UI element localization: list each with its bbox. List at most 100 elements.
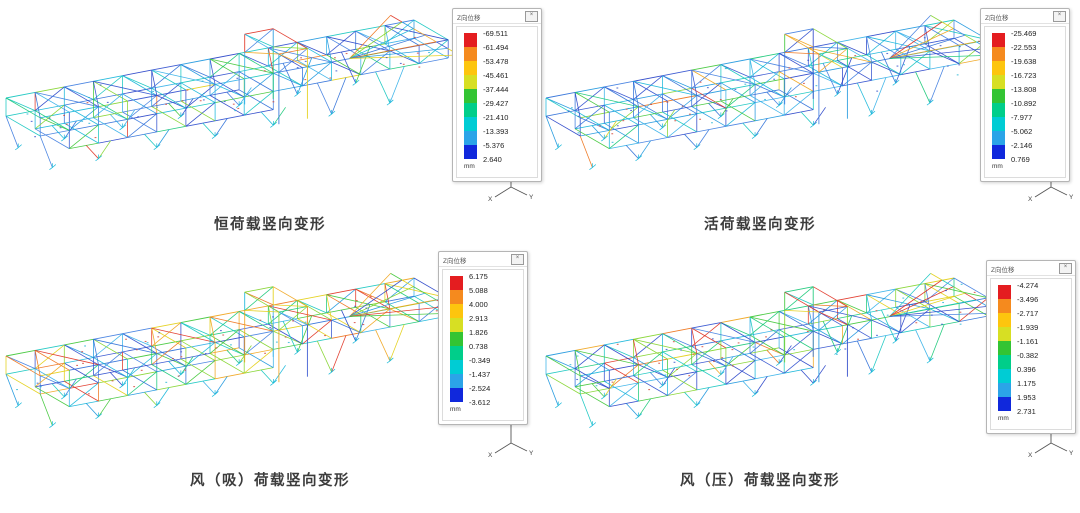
- legend-tick-label: -2.146: [1011, 141, 1033, 150]
- legend-tick-label: -16.723: [1011, 71, 1037, 80]
- legend-scale: -69.511 -61.494 -53.478 -45.461 -37.444 -29.4…: [456, 26, 538, 178]
- legend-window-button-icon[interactable]: ×: [511, 254, 524, 265]
- legend-color-block: [464, 47, 477, 61]
- legend-tick-label: 6.175: [469, 272, 488, 281]
- caption-wind-pressure: 风（压）荷载竖向变形: [680, 473, 840, 489]
- legend-titlebar: Z向位移 ×: [981, 9, 1069, 24]
- legend-tick-label: -45.461: [483, 71, 509, 80]
- legend-tick-label: -1.939: [1017, 323, 1039, 332]
- structure-wireframe-dead-load: ZXY: [5, 15, 534, 203]
- legend-color-block: [992, 33, 1005, 47]
- legend-color-block: [998, 369, 1011, 383]
- legend-tick-label: -13.393: [483, 127, 509, 136]
- legend-tick-label: -21.410: [483, 113, 509, 122]
- legend-color-block: [464, 75, 477, 89]
- legend-tick-label: -53.478: [483, 57, 509, 66]
- legend-window-dead-load: Z向位移 × -69.511 -61.494 -53.478 -45.461 -37.4…: [452, 8, 542, 182]
- legend-title: Z向位移: [991, 266, 1015, 274]
- legend-tick-label: 0.769: [1011, 155, 1030, 164]
- legend-title: Z向位移: [985, 14, 1009, 22]
- panel-wind-suction: ZXY Z向位移 × 6.1755.0884.0002.9131.8260.73…: [0, 251, 540, 513]
- legend-tick-label: -10.892: [1011, 99, 1037, 108]
- legend-color-block: [998, 313, 1011, 327]
- legend-title: Z向位移: [457, 14, 481, 22]
- legend-tick-label: -4.274: [1017, 281, 1039, 290]
- truss-members: [5, 15, 460, 170]
- legend-tick-label: -61.494: [483, 43, 509, 52]
- legend-titlebar: Z向位移 ×: [439, 252, 527, 267]
- truss-members: [545, 273, 1000, 428]
- legend-color-block: [992, 145, 1005, 159]
- legend-color-block: [998, 285, 1011, 299]
- structure-wireframe-wind-suction: ZXY: [5, 273, 534, 459]
- axis-triad: ZXY: [488, 419, 534, 459]
- legend-tick-label: -5.376: [483, 141, 505, 150]
- legend-color-block: [464, 61, 477, 75]
- legend-color-block: [450, 360, 463, 374]
- legend-tick-label: -2.524: [469, 384, 491, 393]
- legend-tick-label: -13.808: [1011, 85, 1037, 94]
- legend-color-block: [992, 103, 1005, 117]
- legend-window-button-icon[interactable]: ×: [525, 11, 538, 22]
- legend-tick-label: -7.977: [1011, 113, 1033, 122]
- legend-tick-label: -1.161: [1017, 337, 1039, 346]
- legend-tick-label: -19.638: [1011, 57, 1037, 66]
- legend-tick-label: -37.444: [483, 85, 509, 94]
- structure-wireframe-live-load: ZXY: [545, 15, 1074, 203]
- legend-window-button-icon[interactable]: ×: [1053, 11, 1066, 22]
- legend-color-block: [450, 276, 463, 290]
- axis-x-label: X: [1028, 196, 1033, 203]
- legend-color-block: [998, 355, 1011, 369]
- legend-tick-label: -69.511: [483, 29, 508, 38]
- legend-color-block: [464, 131, 477, 145]
- caption-wind-suction: 风（吸）荷载竖向变形: [190, 473, 350, 489]
- legend-tick-label: 4.000: [469, 300, 488, 309]
- legend-color-block: [992, 131, 1005, 145]
- legend-colorbar: [998, 285, 1011, 411]
- legend-tick-label: -2.717: [1017, 309, 1039, 318]
- legend-color-block: [998, 341, 1011, 355]
- legend-tick-label: -5.062: [1011, 127, 1033, 136]
- legend-color-block: [450, 332, 463, 346]
- legend-color-block: [992, 75, 1005, 89]
- legend-color-block: [464, 117, 477, 131]
- panel-wind-pressure: ZXY Z向位移 × -4.274 -3.496 -2.717 -1.939 -1.16…: [540, 256, 1080, 513]
- axis-y-label: Y: [529, 194, 534, 201]
- legend-color-block: [450, 388, 463, 402]
- legend-tick-label: -1.437: [469, 370, 491, 379]
- axis-x-label: X: [488, 196, 493, 203]
- structure-wireframe-wind-pressure: ZXY: [545, 273, 1074, 459]
- legend-tick-label: -29.427: [483, 99, 509, 108]
- legend-color-block: [464, 103, 477, 117]
- axis-x-label: X: [1028, 452, 1033, 459]
- caption-live-load: 活荷载竖向变形: [704, 217, 816, 233]
- legend-colorbar: [992, 33, 1005, 159]
- legend-titlebar: Z向位移 ×: [987, 261, 1075, 276]
- truss-members: [5, 273, 460, 428]
- legend-color-block: [992, 47, 1005, 61]
- legend-color-block: [464, 89, 477, 103]
- legend-color-block: [464, 145, 477, 159]
- legend-color-block: [450, 374, 463, 388]
- legend-color-block: [998, 397, 1011, 411]
- legend-tick-label: 0.396: [1017, 365, 1036, 374]
- legend-window-button-icon[interactable]: ×: [1059, 263, 1072, 274]
- legend-color-block: [998, 383, 1011, 397]
- legend-tick-label: -0.382: [1017, 351, 1039, 360]
- legend-titlebar: Z向位移 ×: [453, 9, 541, 24]
- legend-colorbar: [464, 33, 477, 159]
- legend-window-wind-pressure: Z向位移 × -4.274 -3.496 -2.717 -1.939 -1.161 -0.…: [986, 260, 1076, 434]
- legend-color-block: [450, 346, 463, 360]
- legend-title: Z向位移: [443, 257, 467, 265]
- legend-tick-label: -25.469: [1011, 29, 1037, 38]
- legend-color-block: [992, 61, 1005, 75]
- legend-color-block: [450, 304, 463, 318]
- legend-unit-label: mm: [450, 406, 461, 413]
- legend-tick-label: -3.496: [1017, 295, 1039, 304]
- legend-tick-label: 2.640: [483, 155, 502, 164]
- axis-x-label: X: [488, 452, 493, 459]
- legend-color-block: [998, 299, 1011, 313]
- legend-window-live-load: Z向位移 × -25.469-22.553-19.638-16.723-13.8…: [980, 8, 1070, 182]
